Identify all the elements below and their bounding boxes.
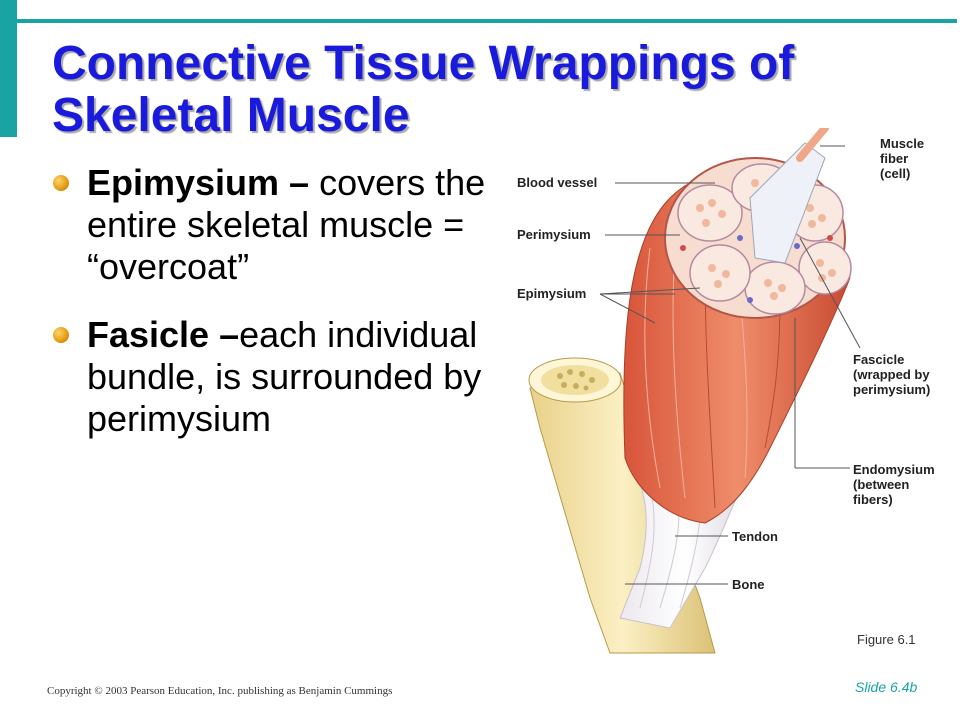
slide-title-line-2: Skeletal Muscle xyxy=(52,89,410,142)
bullet-dot-icon xyxy=(53,175,69,191)
cross-section-shape xyxy=(664,124,852,319)
label-line: Muscle xyxy=(880,136,925,151)
slide-title-line-1: Connective Tissue Wrappings of xyxy=(52,37,795,90)
label-line: (wrapped by xyxy=(853,367,930,382)
label-muscle-fiber: Muscle fiber (cell) xyxy=(880,136,924,181)
bullet-text: each individual bundle, is surrounded by… xyxy=(87,314,482,439)
slide-title: Connective Tissue Wrappings of Skeletal … xyxy=(52,38,852,142)
leader-lines xyxy=(599,145,861,585)
muscle-illustration xyxy=(528,124,861,654)
copyright-text: Copyright © 2003 Pearson Education, Inc.… xyxy=(47,685,393,697)
label-line: Endomysium xyxy=(853,462,935,477)
bullet-fasicle: Fasicle –each individual bundle, is surr… xyxy=(52,314,492,440)
bullet-text: covers the entire skeletal muscle = “ove… xyxy=(87,162,486,287)
slide-number: Slide 6.4b xyxy=(855,679,918,695)
label-fascicle: Fascicle (wrapped by perimysium) xyxy=(853,352,930,397)
label-line: fibers) xyxy=(853,492,893,507)
label-tendon: Tendon xyxy=(732,529,778,544)
bullet-dot-icon xyxy=(53,327,69,343)
bullet-term: Fasicle – xyxy=(87,314,240,355)
bullet-epimysium: Epimysium – covers the entire skeletal m… xyxy=(52,162,492,288)
label-line: (between xyxy=(853,477,910,492)
bullet-list: Epimysium – covers the entire skeletal m… xyxy=(52,162,492,440)
label-line: (cell) xyxy=(880,166,911,181)
left-accent-bar xyxy=(0,0,17,137)
figure-caption: Figure 6.1 xyxy=(857,632,916,647)
label-line: perimysium) xyxy=(853,382,931,397)
label-bone: Bone xyxy=(732,577,765,592)
muscle-diagram: Blood vessel Perimysium Epimysium Muscle… xyxy=(500,124,960,658)
label-epimysium: Epimysium xyxy=(517,286,587,301)
label-perimysium: Perimysium xyxy=(517,227,591,242)
bullet-term: Epimysium – xyxy=(87,162,310,203)
label-line: fiber xyxy=(880,151,909,166)
label-endomysium: Endomysium (between fibers) xyxy=(853,462,935,507)
top-accent-bar xyxy=(17,19,957,23)
label-blood-vessel: Blood vessel xyxy=(517,175,598,190)
label-line: Fascicle xyxy=(853,352,905,367)
